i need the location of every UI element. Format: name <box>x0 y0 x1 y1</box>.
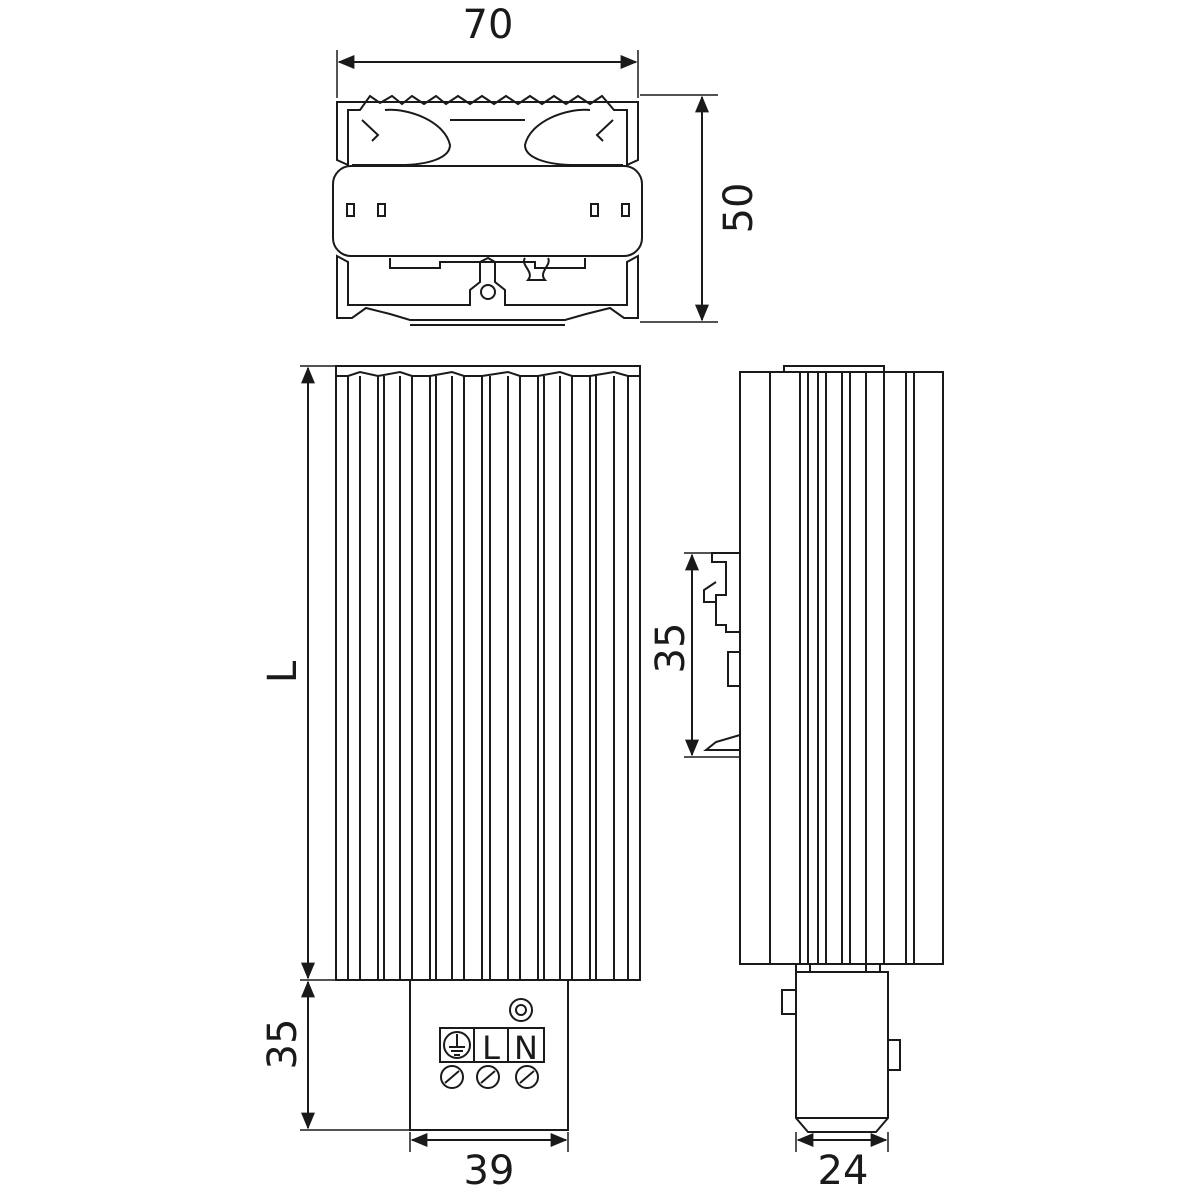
side-terminal-housing <box>781 963 901 1133</box>
profile-upper <box>336 94 639 167</box>
dim-label-top-width: 70 <box>463 2 514 48</box>
terminal-block <box>409 979 569 1131</box>
profile-lower <box>336 254 639 321</box>
heating-plate <box>332 165 643 257</box>
terminal-label-neutral: N <box>514 1029 538 1067</box>
top-view: 70 50 <box>332 2 762 326</box>
earth-icon <box>443 1031 471 1059</box>
terminal-screws <box>440 1065 539 1089</box>
dim-label-terminal-width: 39 <box>464 1148 515 1194</box>
dim-label-terminal-height: 35 <box>260 1019 306 1070</box>
terminal-labels: L N <box>439 1027 545 1067</box>
dim-label-top-height: 50 <box>716 183 762 234</box>
dim-label-depth: 24 <box>818 1148 869 1194</box>
din-rail-clip <box>703 552 741 751</box>
heatsink-fins <box>336 370 640 980</box>
heatsink-body <box>335 365 641 981</box>
dim-label-rail: 35 <box>648 623 694 674</box>
front-view: L 35 39 <box>260 365 641 1194</box>
side-fins <box>769 372 915 964</box>
dim-label-length: L <box>260 660 306 683</box>
terminal-label-line: L <box>482 1029 500 1067</box>
terminal-led-ring <box>509 998 533 1022</box>
side-view: 35 24 <box>648 365 944 1194</box>
